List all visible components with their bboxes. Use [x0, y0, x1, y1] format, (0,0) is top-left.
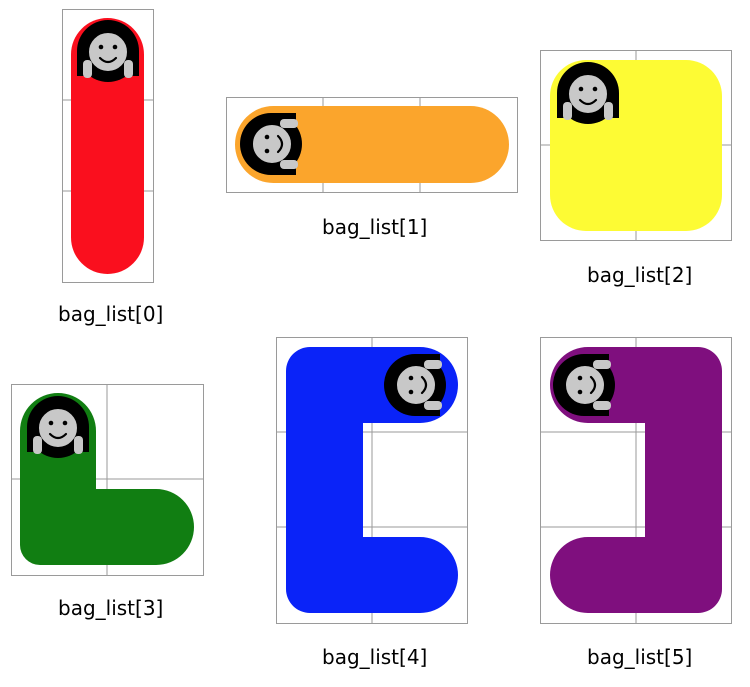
bag-label-2: bag_list[2] — [587, 263, 693, 287]
bag-label-4: bag_list[4] — [322, 645, 428, 669]
character-icon — [382, 352, 448, 418]
character-icon — [555, 60, 621, 126]
bag-diagram-3 — [11, 384, 204, 576]
bag-diagram-5 — [540, 337, 732, 624]
bag-label-3: bag_list[3] — [58, 596, 164, 620]
bag-diagram-1 — [226, 97, 518, 193]
character-icon — [238, 111, 304, 177]
character-icon — [25, 394, 91, 460]
character-icon — [551, 352, 617, 418]
bag-body-0 — [71, 18, 144, 274]
bag-body-1 — [235, 106, 509, 183]
bag-label-1: bag_list[1] — [322, 215, 428, 239]
bag-label-5: bag_list[5] — [587, 645, 693, 669]
bag-diagram-2 — [540, 50, 732, 241]
character-icon — [75, 18, 141, 84]
bag-label-0: bag_list[0] — [58, 302, 164, 326]
bag-diagram-0 — [62, 9, 154, 283]
bag-diagram-4 — [276, 337, 468, 624]
